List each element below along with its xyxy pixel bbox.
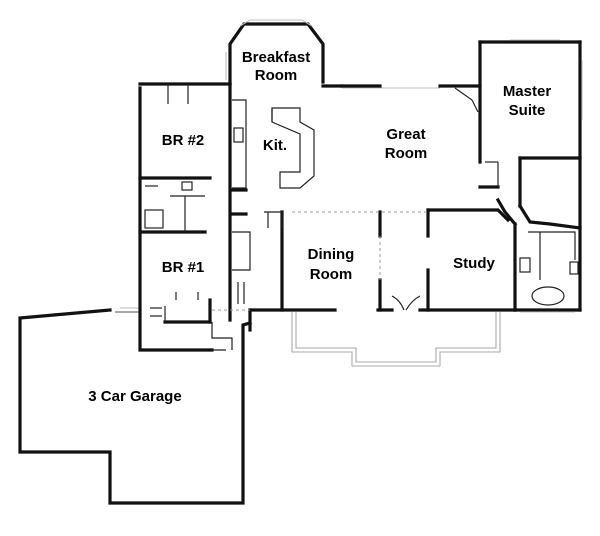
garage-walls (18, 307, 252, 505)
room-label-breakfast-1: Breakfast (242, 49, 310, 66)
room-label-great-2: Room (385, 145, 428, 162)
room-label-kitchen: Kit. (263, 137, 287, 154)
room-label-garage: 3 Car Garage (88, 388, 181, 405)
dining-study-walls (212, 208, 517, 332)
great-room-walls (340, 39, 583, 313)
room-label-master-1: Master (503, 83, 552, 100)
kitchen-breakfast-walls (225, 19, 344, 322)
room-label-great-1: Great (386, 126, 425, 143)
room-label-breakfast-2: Room (255, 67, 298, 84)
front-porch (291, 312, 501, 367)
room-label-master-2: Suite (509, 102, 546, 119)
room-label-br1: BR #1 (162, 259, 205, 276)
bedroom-wing-walls (138, 82, 233, 352)
room-label-dining-1: Dining (308, 246, 355, 263)
room-label-dining-2: Room (310, 266, 353, 283)
room-label-br2: BR #2 (162, 132, 205, 149)
room-label-study: Study (453, 255, 495, 272)
